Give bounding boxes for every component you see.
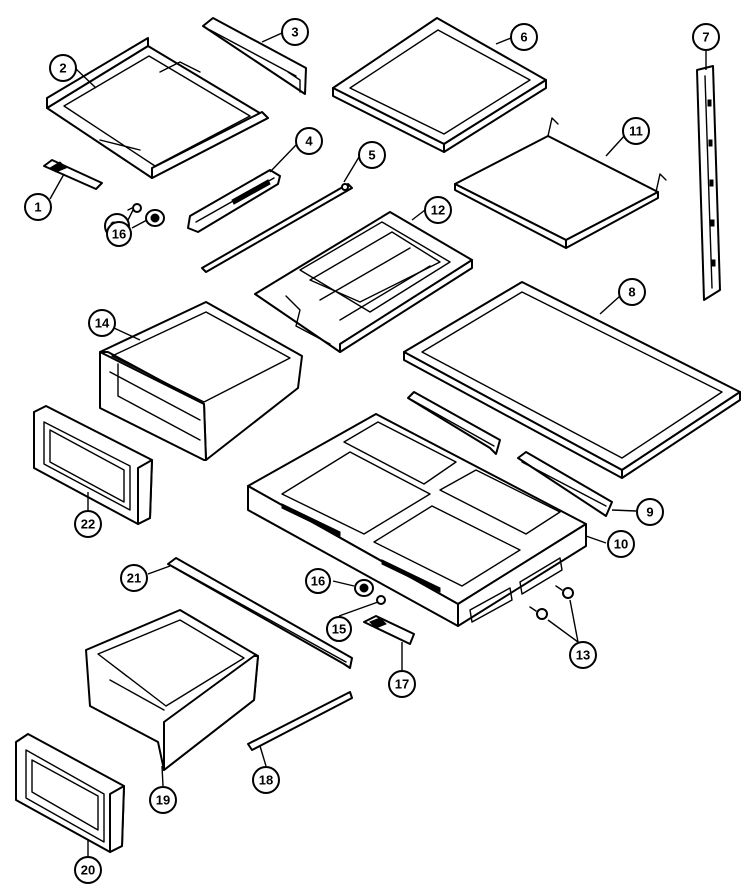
callout-10: 10 <box>607 530 635 558</box>
callout-6-label: 6 <box>520 30 527 45</box>
callout-8-label: 8 <box>628 285 635 300</box>
part-8-glass <box>403 281 741 479</box>
part-13-screw-a <box>555 585 574 599</box>
part-16-bushing-upper <box>145 209 165 227</box>
callout-19: 19 <box>149 786 177 814</box>
part-4-rail <box>187 169 281 233</box>
part-14-drawer <box>99 301 303 461</box>
callout-22: 22 <box>74 510 102 538</box>
callout-18-label: 18 <box>259 773 273 788</box>
callout-1-label: 1 <box>34 200 41 215</box>
callout-3-label: 3 <box>291 25 298 40</box>
callout-14: 14 <box>88 309 116 337</box>
callout-21: 21 <box>120 564 148 592</box>
part-21-rail <box>167 557 353 669</box>
callout-5-label: 5 <box>368 148 375 163</box>
part-11-shelf <box>454 117 667 249</box>
callout-2-label: 2 <box>59 61 66 76</box>
callout-20-label: 20 <box>81 863 95 878</box>
callout-1: 1 <box>24 193 52 221</box>
part-15-screw-lower <box>376 595 386 605</box>
part-16-bushing-lower <box>354 579 374 597</box>
part-15-screw-upper <box>127 203 142 213</box>
part-10-frame <box>247 413 587 627</box>
leader-lines <box>49 32 707 856</box>
callout-18: 18 <box>252 766 280 794</box>
callout-9: 9 <box>636 498 664 526</box>
callout-4-label: 4 <box>305 134 313 149</box>
part-9-rail-lower <box>517 451 613 517</box>
callout-20: 20 <box>74 856 102 884</box>
callout-7: 7 <box>692 23 720 51</box>
part-5-rod <box>201 183 353 273</box>
callout-7-label: 7 <box>702 30 709 45</box>
part-2-shelf <box>46 37 269 179</box>
part-18-rod <box>247 691 353 751</box>
callout-5: 5 <box>358 141 386 169</box>
callout-15-lower-label: 15 <box>332 622 346 637</box>
callout-13-label: 13 <box>576 648 590 663</box>
callout-19-label: 19 <box>156 793 170 808</box>
callout-12-label: 12 <box>431 203 445 218</box>
callout-8: 8 <box>618 278 646 306</box>
part-13-screw-b <box>529 606 548 620</box>
part-3-rail <box>202 17 307 95</box>
callout-16-lower-label: 16 <box>311 574 325 589</box>
part-1-clip <box>43 159 103 190</box>
callout-21-label: 21 <box>127 571 141 586</box>
callout-22-label: 22 <box>81 517 95 532</box>
part-9-rail-upper <box>407 391 501 455</box>
part-12-frame <box>254 211 473 353</box>
callout-10-label: 10 <box>614 537 628 552</box>
callout-15-lower: 15 <box>326 616 352 642</box>
callout-11: 11 <box>622 117 650 145</box>
callout-6: 6 <box>510 23 538 51</box>
part-20-front <box>15 733 125 853</box>
callout-12: 12 <box>424 196 452 224</box>
part-19-bin <box>85 609 259 771</box>
callout-9-label: 9 <box>646 505 653 520</box>
callout-14-label: 14 <box>95 316 110 331</box>
callout-16-lower: 16 <box>305 568 331 594</box>
callout-17: 17 <box>388 670 416 698</box>
part-22-front <box>33 405 153 525</box>
callout-11-label: 11 <box>629 124 643 139</box>
callout-3: 3 <box>281 18 309 46</box>
callout-16-upper-label: 16 <box>112 227 126 242</box>
callout-13: 13 <box>569 641 597 669</box>
part-7-track <box>696 65 721 301</box>
part-17-clip <box>363 615 415 645</box>
callout-2: 2 <box>49 54 77 82</box>
callout-4: 4 <box>295 127 323 155</box>
callout-16-upper: 16 <box>106 221 132 247</box>
part-6-shelf <box>332 17 547 153</box>
callout-17-label: 17 <box>395 677 409 692</box>
